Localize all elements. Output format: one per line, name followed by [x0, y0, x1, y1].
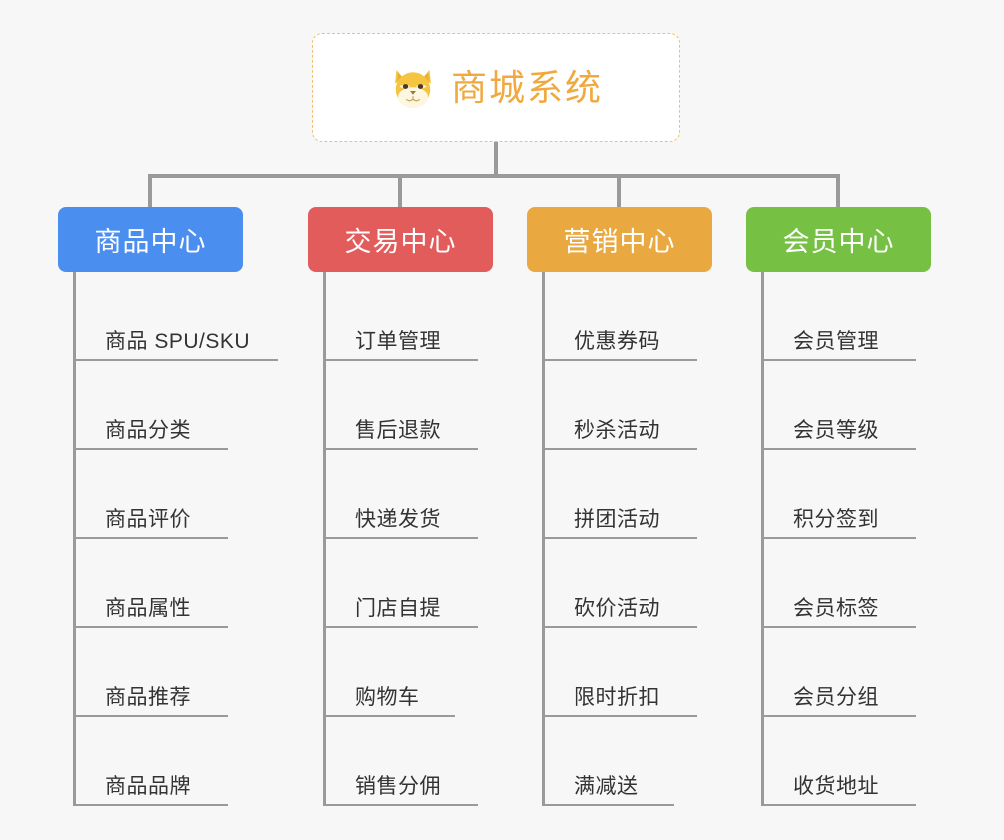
shiba-dog-icon — [389, 64, 437, 112]
connector-root-stem — [494, 142, 498, 176]
connector-drop-product-center — [148, 174, 152, 208]
leaf-item-label: 限时折扣 — [574, 685, 660, 709]
leaf-item[interactable]: 商品 SPU/SKU — [73, 272, 278, 361]
leaf-item[interactable]: 会员标签 — [761, 539, 916, 628]
leaf-item[interactable]: 销售分佣 — [323, 717, 478, 806]
category-box-product-center[interactable]: 商品中心 — [58, 207, 243, 272]
leaf-item-label: 购物车 — [355, 685, 420, 709]
category-label: 交易中心 — [344, 227, 457, 257]
leaf-item-label: 商品分类 — [105, 418, 191, 442]
leaf-item[interactable]: 订单管理 — [323, 272, 478, 361]
leaf-item[interactable]: 收货地址 — [761, 717, 916, 806]
leaf-item[interactable]: 商品品牌 — [73, 717, 228, 806]
leaf-item-label: 收货地址 — [793, 774, 879, 798]
leaf-item[interactable]: 满减送 — [542, 717, 674, 806]
connector-drop-member-center — [836, 174, 840, 208]
leaf-item-label: 门店自提 — [355, 596, 441, 620]
leaf-item-label: 商品 SPU/SKU — [105, 329, 251, 353]
leaf-item[interactable]: 售后退款 — [323, 361, 478, 450]
leaf-item-label: 优惠券码 — [574, 329, 660, 353]
leaf-item[interactable]: 拼团活动 — [542, 450, 697, 539]
leaf-item-label: 满减送 — [574, 774, 639, 798]
connector-horizontal-bus — [150, 174, 840, 178]
leaf-item[interactable]: 商品推荐 — [73, 628, 228, 717]
leaf-item[interactable]: 会员管理 — [761, 272, 916, 361]
leaf-item-label: 秒杀活动 — [574, 418, 660, 442]
leaf-item-label: 售后退款 — [355, 418, 441, 442]
leaf-item-label: 商品评价 — [105, 507, 191, 531]
root-node[interactable]: 商城系统 — [312, 33, 680, 142]
leaf-item-label: 商品属性 — [105, 596, 191, 620]
leaf-item-label: 会员分组 — [793, 685, 879, 709]
category-box-marketing-center[interactable]: 营销中心 — [527, 207, 712, 272]
leaf-item[interactable]: 会员分组 — [761, 628, 916, 717]
leaf-item[interactable]: 会员等级 — [761, 361, 916, 450]
category-box-trade-center[interactable]: 交易中心 — [308, 207, 493, 272]
connector-drop-marketing-center — [617, 174, 621, 208]
leaf-item-label: 会员标签 — [793, 596, 879, 620]
root-title: 商城系统 — [450, 66, 603, 108]
leaf-item[interactable]: 商品分类 — [73, 361, 228, 450]
leaf-item-label: 销售分佣 — [355, 774, 441, 798]
leaf-item[interactable]: 优惠券码 — [542, 272, 697, 361]
leaf-spine — [73, 272, 76, 806]
leaf-spine — [761, 272, 764, 806]
leaf-item[interactable]: 积分签到 — [761, 450, 916, 539]
connector-drop-trade-center — [398, 174, 402, 208]
category-box-member-center[interactable]: 会员中心 — [746, 207, 931, 272]
leaf-item-label: 订单管理 — [355, 329, 441, 353]
leaf-item-label: 商品推荐 — [105, 685, 191, 709]
category-label: 商品中心 — [94, 227, 207, 257]
leaf-item[interactable]: 购物车 — [323, 628, 455, 717]
leaf-item-label: 商品品牌 — [105, 774, 191, 798]
leaf-spine — [542, 272, 545, 806]
leaf-item-label: 拼团活动 — [574, 507, 660, 531]
leaf-item-label: 会员管理 — [793, 329, 879, 353]
category-label: 营销中心 — [563, 227, 676, 257]
leaf-item-label: 积分签到 — [793, 507, 879, 531]
leaf-item[interactable]: 商品属性 — [73, 539, 228, 628]
leaf-item[interactable]: 秒杀活动 — [542, 361, 697, 450]
leaf-item-label: 会员等级 — [793, 418, 879, 442]
leaf-item[interactable]: 砍价活动 — [542, 539, 697, 628]
leaf-item[interactable]: 限时折扣 — [542, 628, 697, 717]
leaf-item[interactable]: 门店自提 — [323, 539, 478, 628]
leaf-spine — [323, 272, 326, 806]
leaf-item[interactable]: 商品评价 — [73, 450, 228, 539]
category-label: 会员中心 — [782, 227, 895, 257]
leaf-item-label: 快递发货 — [355, 507, 441, 531]
leaf-item-label: 砍价活动 — [574, 596, 660, 620]
leaf-item[interactable]: 快递发货 — [323, 450, 478, 539]
